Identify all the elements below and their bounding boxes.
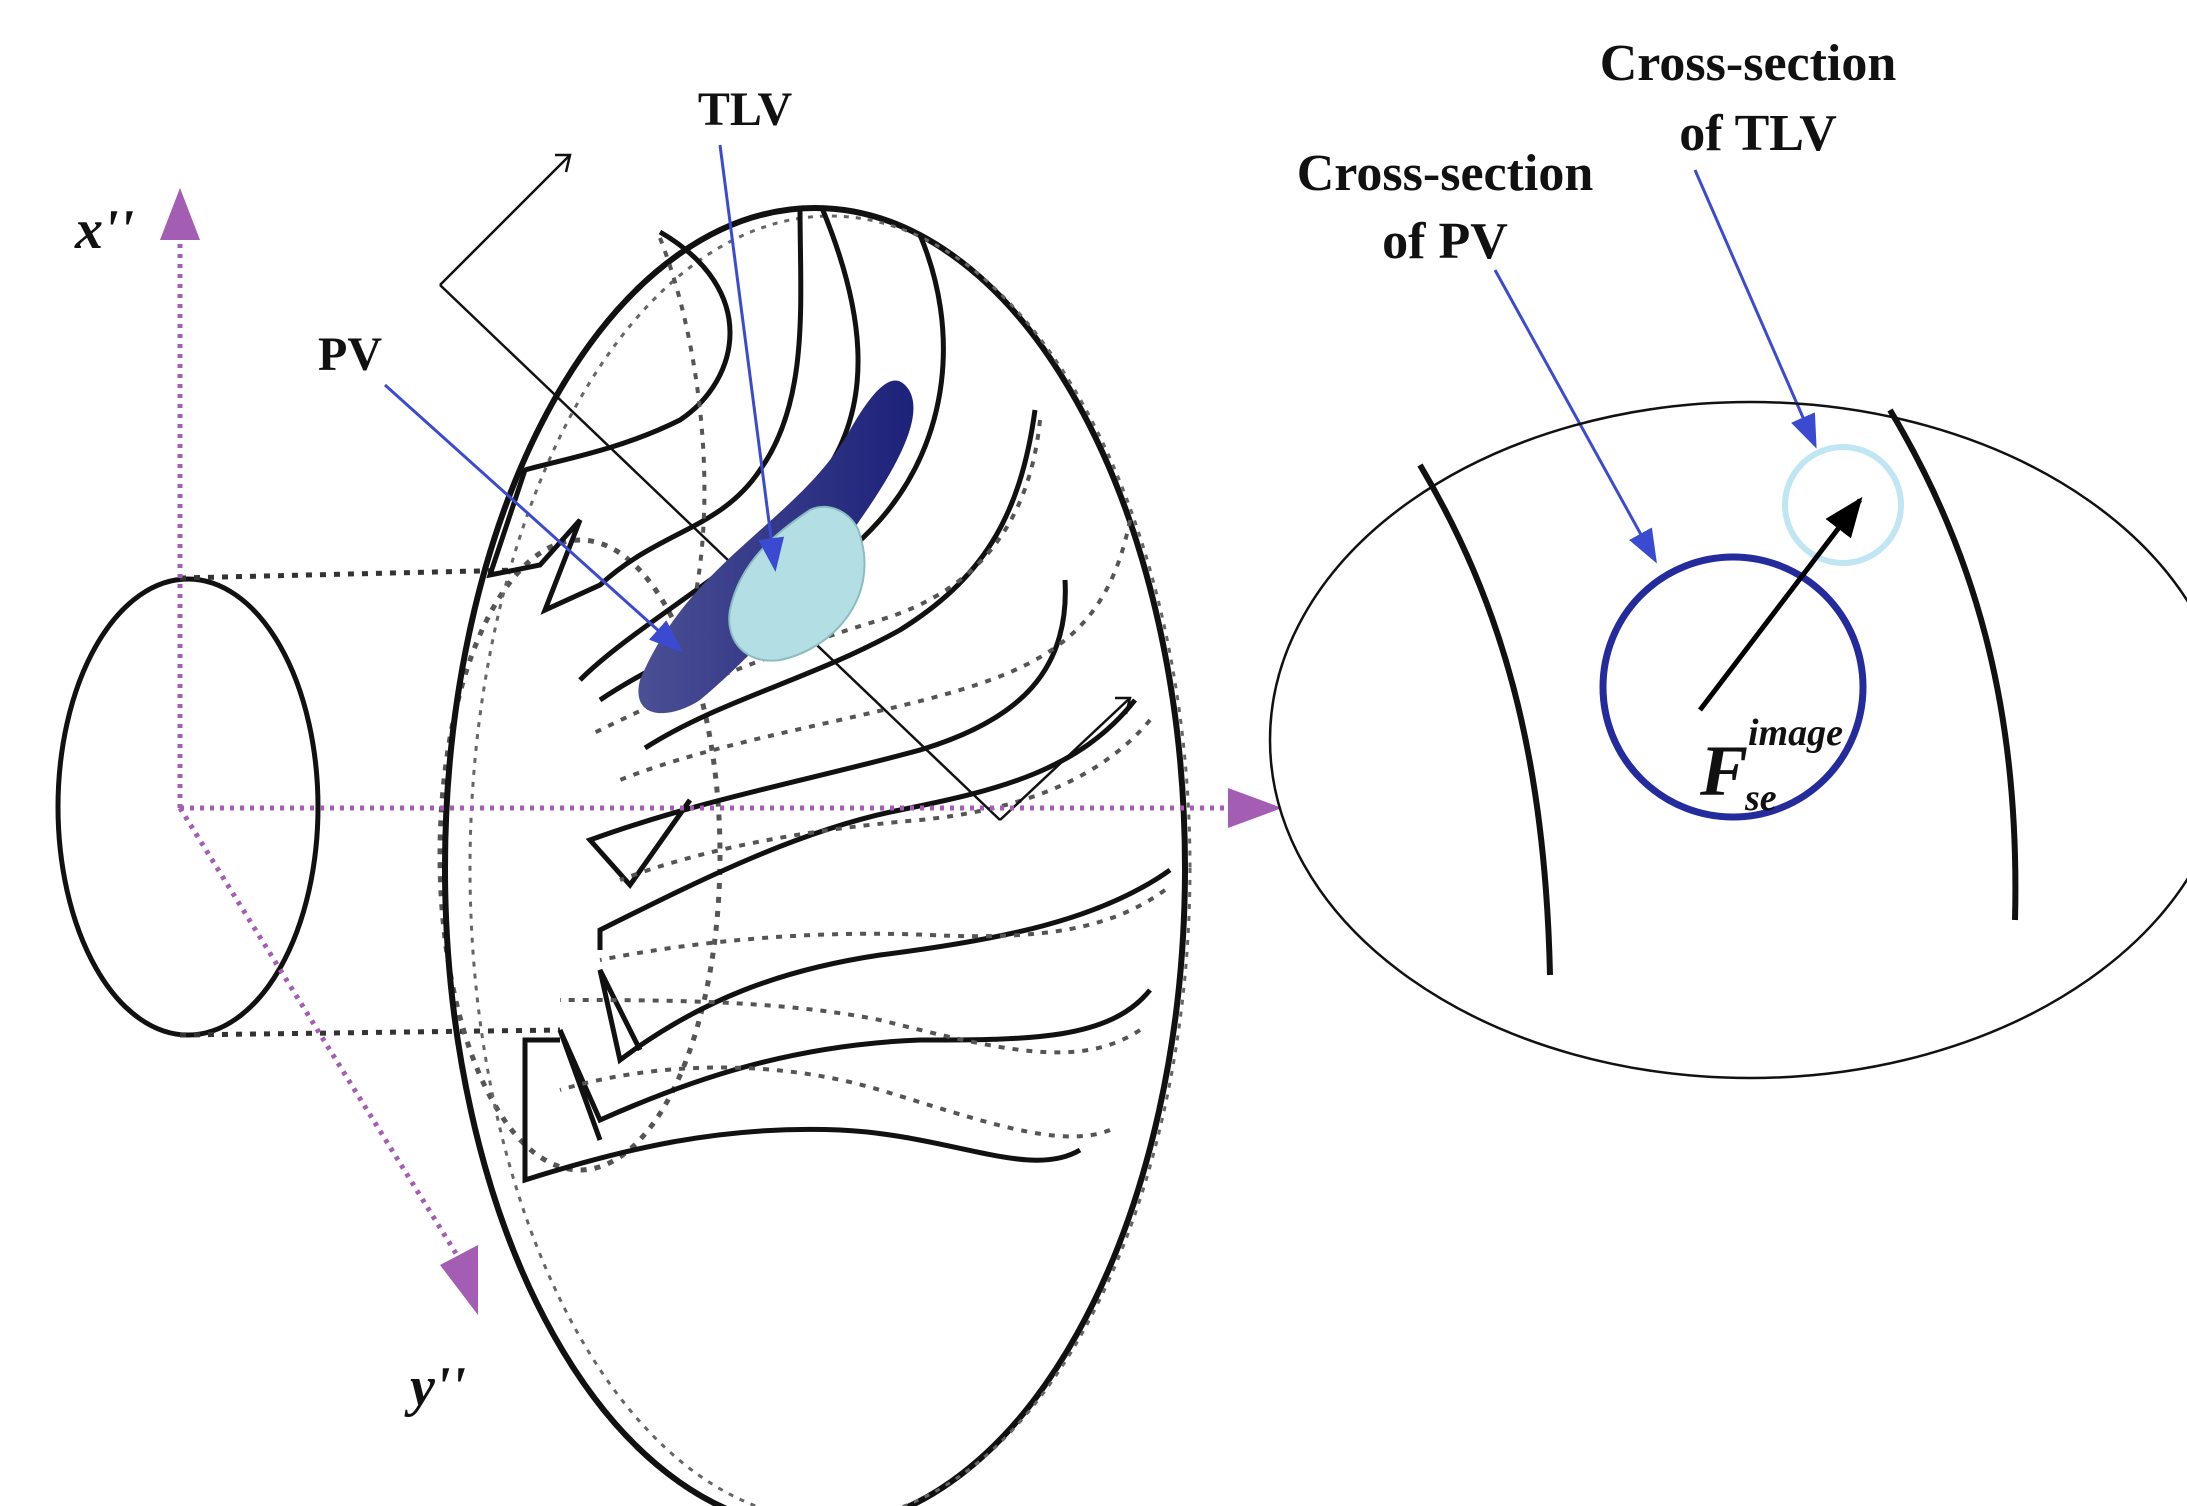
cross-section-pv-label-line1: Cross-section <box>1297 145 1594 202</box>
tlv-vortex <box>728 505 866 662</box>
rotor-disk-ellipse <box>442 205 1188 1506</box>
x-axis-label: x'' <box>74 199 134 261</box>
x-axis-arrowhead <box>160 188 200 240</box>
pv-pointer <box>383 383 683 653</box>
y-axis-arrowhead <box>440 1245 478 1315</box>
inner-dotted-ellipse <box>437 537 723 1173</box>
pv-section-pointer <box>1493 269 1657 564</box>
pv-section-circle <box>1599 553 1867 821</box>
cross-section-tlv-label-line1: Cross-section <box>1600 35 1897 92</box>
y-axis-line <box>177 806 463 1262</box>
cross-section-pv-label-line2: of PV <box>1382 213 1508 270</box>
section-plane-lines <box>439 153 1132 821</box>
pointer-arrows <box>383 144 1817 653</box>
pv-label: PV <box>318 328 382 381</box>
cross-section-tlv-label-line2: of TLV <box>1679 105 1837 162</box>
force-symbol-base: F <box>1699 731 1748 811</box>
tlv-label: TLV <box>698 83 793 136</box>
force-symbol: F se image <box>1699 712 1843 819</box>
tlv-section-pointer <box>1693 169 1817 449</box>
coordinate-axes <box>177 238 1230 1262</box>
horizontal-axis-arrowhead <box>1228 788 1282 828</box>
force-symbol-superscript: image <box>1748 712 1843 754</box>
force-symbol-subscript: se <box>1744 777 1777 819</box>
blade-dotted-curves <box>559 237 1167 1139</box>
inlet-ellipse <box>55 576 321 1038</box>
cross-section-blades <box>1417 408 2019 976</box>
y-axis-label: y'' <box>404 1356 466 1418</box>
cross-section-ellipse <box>1268 400 2187 1080</box>
blade-curves <box>486 207 1172 1184</box>
projection-lines <box>179 567 561 1038</box>
tlv-section-circle <box>1782 444 1904 566</box>
rotor-disk-dotted-edge <box>468 214 1192 1506</box>
force-vector-arrow <box>1698 496 1863 712</box>
tlv-pointer <box>718 144 785 572</box>
